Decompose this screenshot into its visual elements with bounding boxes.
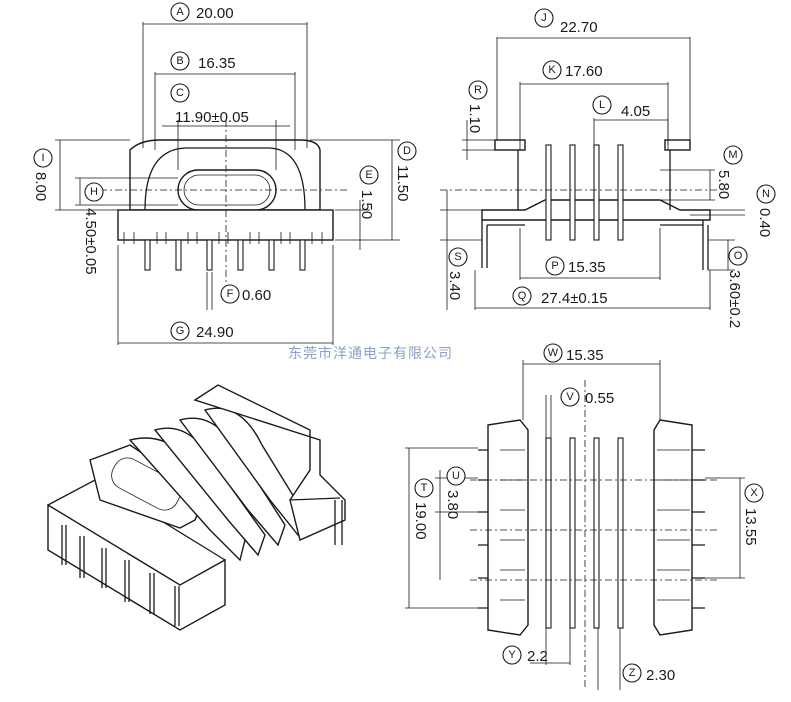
- front-view: A 20.00 B 16.35 C 11.90±0.05 D 11.50 E 1…: [32, 2, 417, 345]
- dim-B-value: 16.35: [198, 55, 236, 72]
- dim-Z-letter: Z: [629, 667, 636, 679]
- dim-H-value: 4.50±0.05: [82, 208, 99, 275]
- dim-C-letter: C: [176, 87, 184, 99]
- dim-Y-value: 2.2: [527, 648, 548, 665]
- dim-J-letter: J: [541, 12, 547, 24]
- dim-J-value: 22.70: [560, 19, 598, 36]
- dim-E-value: 1.50: [358, 190, 375, 219]
- dim-B-letter: B: [176, 55, 183, 67]
- company-watermark: 东莞市洋通电子有限公司: [288, 345, 453, 361]
- dim-A-letter: A: [176, 6, 184, 18]
- dim-I-letter: I: [41, 152, 44, 164]
- dim-F-letter: F: [227, 288, 234, 300]
- dim-H-letter: H: [90, 186, 98, 198]
- dim-R-value: 1.10: [466, 104, 483, 133]
- side-fins: [545, 144, 624, 241]
- dim-V-value: 0.55: [585, 390, 614, 407]
- iso-pins: [61, 500, 343, 626]
- dim-T-letter: T: [421, 482, 428, 494]
- dim-A-value: 20.00: [196, 5, 234, 22]
- dim-Q-letter: Q: [518, 290, 527, 302]
- isometric-view: [47, 384, 346, 631]
- dim-M-value: 5.80: [715, 170, 732, 199]
- dim-K-letter: K: [548, 64, 556, 76]
- dim-U-value: 3.80: [444, 490, 461, 519]
- dim-W-value: 15.35: [566, 347, 604, 364]
- dim-V-letter: V: [566, 391, 574, 403]
- dim-S-letter: S: [454, 251, 461, 263]
- dim-L-value: 4.05: [621, 103, 650, 120]
- dim-O-letter: O: [734, 250, 743, 262]
- dim-S-value: 3.40: [446, 271, 463, 300]
- dim-O-value: 3.60±0.2: [726, 270, 743, 328]
- dim-U-letter: U: [452, 470, 460, 482]
- dim-R-letter: R: [474, 84, 482, 96]
- front-pins: [123, 232, 323, 271]
- bottom-view: W 15.35 V 0.55 T 19.00 U 3.80 X 13.55 Y …: [405, 343, 764, 690]
- dim-Q-value: 27.4±0.15: [541, 290, 608, 307]
- dim-P-value: 15.35: [568, 259, 606, 276]
- dim-N-letter: N: [762, 188, 770, 200]
- dim-Y-letter: Y: [508, 649, 516, 661]
- dim-Z-value: 2.30: [646, 667, 675, 684]
- dim-M-letter: M: [728, 149, 737, 161]
- dim-X-value: 13.55: [742, 508, 759, 546]
- dim-P-letter: P: [551, 260, 558, 272]
- dim-E-letter: E: [365, 169, 372, 181]
- dim-F-value: 0.60: [242, 287, 271, 304]
- dim-N-value: 0.40: [756, 208, 773, 237]
- side-view: J 22.70 K 17.60 L 4.05 M 5.80 N 0.40 O 3…: [440, 8, 776, 328]
- dim-W-letter: W: [548, 347, 559, 359]
- dim-D-value: 11.50: [394, 165, 411, 201]
- dim-I-value: 8.00: [32, 172, 49, 201]
- dim-C-value: 11.90±0.05: [175, 109, 249, 126]
- dim-X-letter: X: [750, 487, 758, 499]
- bottom-fins: [545, 437, 624, 629]
- dim-G-letter: G: [176, 325, 185, 337]
- dim-G-value: 24.90: [196, 324, 234, 341]
- dim-D-letter: D: [403, 145, 411, 157]
- dim-K-value: 17.60: [565, 63, 603, 80]
- dim-L-letter: L: [599, 99, 605, 111]
- dim-T-value: 19.00: [412, 502, 429, 540]
